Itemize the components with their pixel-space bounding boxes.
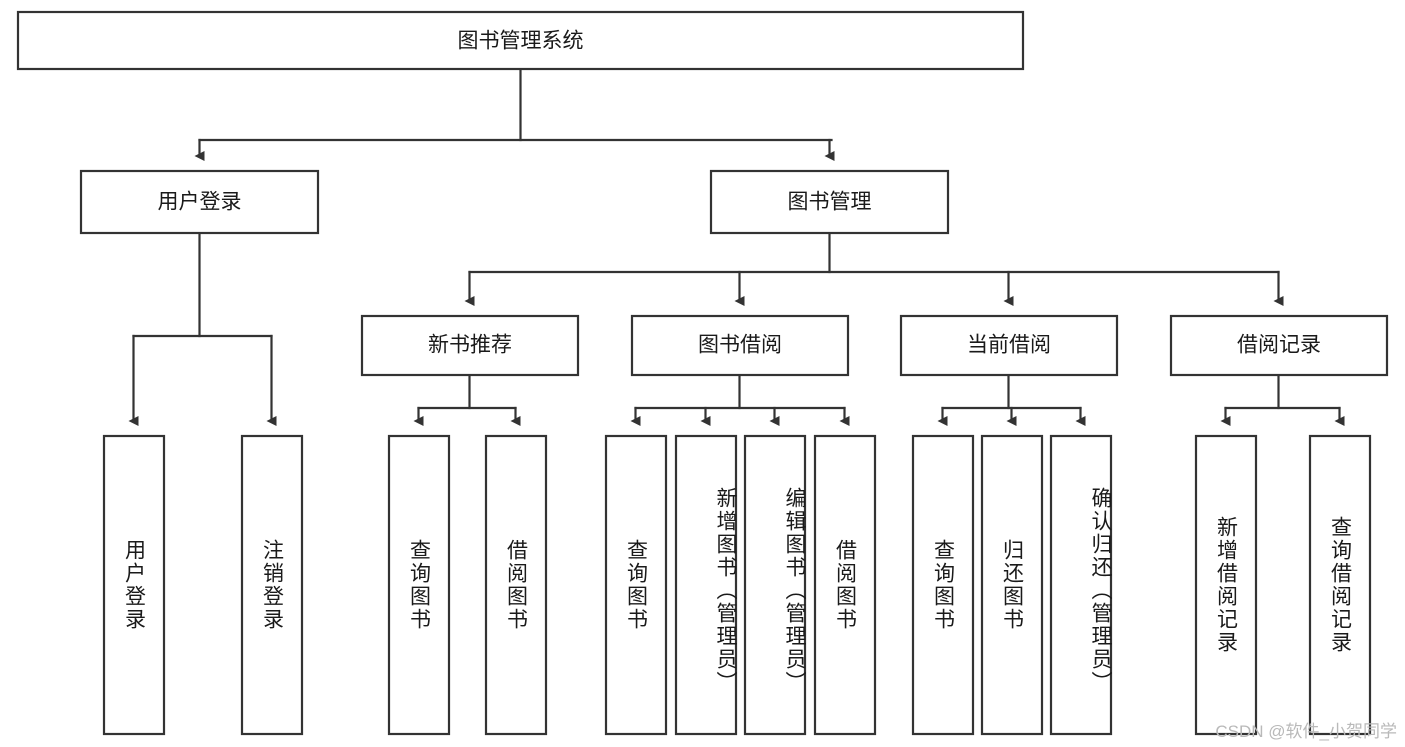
leaf-add-book-admin-label: 新增图书（管理员） (714, 486, 737, 694)
leaf-add-borrow-record-box[interactable] (1194, 434, 1258, 736)
node-borrow-records[interactable]: 借阅记录 (1169, 314, 1389, 377)
node-user-login-box[interactable] (79, 169, 320, 235)
leaf-edit-book-admin-label: 编辑图书（管理员） (783, 486, 806, 694)
leaf-query-book-borrow-box[interactable] (604, 434, 668, 736)
node-book-management-box[interactable] (709, 169, 950, 235)
connectors-user-login-to-leaves (128, 231, 277, 426)
leaf-borrow-book-recommend-box[interactable] (484, 434, 548, 736)
leaf-confirm-return-admin-box[interactable] (1049, 434, 1113, 736)
connectors-book-borrow-to-leaves (630, 373, 850, 426)
node-new-book-recommend[interactable]: 新书推荐 (360, 314, 580, 377)
leaf-borrow-book-recommend-label: 借阅图书 (504, 539, 528, 631)
leaf-logout-label: 注销登录 (260, 539, 284, 631)
leaf-user-login-label: 用户登录 (122, 539, 146, 631)
leaf-borrow-book-box[interactable] (813, 434, 877, 736)
node-book-management[interactable]: 图书管理 (709, 169, 950, 235)
connectors-borrow-records-to-leaves (1220, 373, 1345, 426)
leaf-borrow-book-label: 借阅图书 (833, 539, 857, 631)
leaf-query-book-recommend-box[interactable] (387, 434, 451, 736)
connectors-new-book-recommend-to-leaves (413, 373, 521, 426)
leaf-logout-box[interactable] (240, 434, 304, 736)
node-user-login[interactable]: 用户登录 (79, 169, 320, 235)
leaf-edit-book-admin-box[interactable] (743, 434, 807, 736)
node-book-management-label: 图书管理 (788, 191, 872, 214)
node-current-borrow-box[interactable] (899, 314, 1119, 377)
node-borrow-records-label: 借阅记录 (1237, 334, 1321, 357)
node-current-borrow-label: 当前借阅 (967, 334, 1051, 357)
connectors-root-to-level2 (194, 67, 835, 161)
node-book-borrow-box[interactable] (630, 314, 850, 377)
csdn-watermark: CSDN @软件_小贺同学 (1215, 722, 1397, 741)
node-root-box[interactable] (16, 10, 1025, 71)
leaf-boxes (102, 434, 1372, 736)
leaf-confirm-return-admin-label: 确认归还（管理员） (1089, 486, 1112, 694)
leaf-query-borrow-record-label: 查询借阅记录 (1328, 516, 1352, 654)
leaf-query-book-borrow-label: 查询图书 (624, 539, 648, 631)
node-book-borrow[interactable]: 图书借阅 (630, 314, 850, 377)
leaf-query-book-current-label: 查询图书 (931, 539, 955, 631)
leaf-return-book-label: 归还图书 (1000, 539, 1024, 631)
leaf-user-login-box[interactable] (102, 434, 166, 736)
leaf-return-book-box[interactable] (980, 434, 1044, 736)
leaf-query-book-recommend-label: 查询图书 (407, 539, 431, 631)
node-root[interactable]: 图书管理系统 (16, 10, 1025, 71)
connectors-book-management-to-level3 (464, 231, 1284, 306)
leaf-query-borrow-record-box[interactable] (1308, 434, 1372, 736)
node-user-login-label: 用户登录 (158, 191, 242, 214)
node-book-borrow-label: 图书借阅 (698, 334, 782, 357)
leaf-add-book-admin-box[interactable] (674, 434, 738, 736)
node-borrow-records-box[interactable] (1169, 314, 1389, 377)
node-current-borrow[interactable]: 当前借阅 (899, 314, 1119, 377)
node-new-book-recommend-box[interactable] (360, 314, 580, 377)
leaf-add-borrow-record-label: 新增借阅记录 (1214, 516, 1238, 654)
node-new-book-recommend-label: 新书推荐 (428, 334, 512, 357)
leaf-query-book-current-box[interactable] (911, 434, 975, 736)
node-root-label: 图书管理系统 (458, 30, 584, 53)
connectors-current-borrow-to-leaves (937, 373, 1086, 426)
